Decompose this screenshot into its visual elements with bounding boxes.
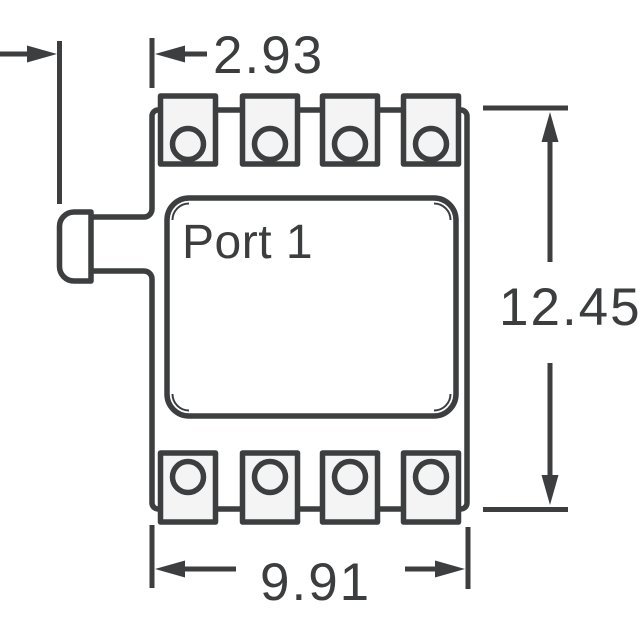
arrowhead-left-293 bbox=[155, 45, 185, 63]
corner-highlight-bottom-left bbox=[171, 393, 190, 412]
solder-pad bbox=[239, 450, 301, 525]
corner-highlight-bottom-right bbox=[433, 393, 452, 412]
corner-highlight-top-left bbox=[171, 202, 190, 221]
dimension-label-body-width: 9.91 bbox=[260, 553, 371, 612]
dimension-lines bbox=[0, 38, 568, 589]
pin-hole bbox=[331, 125, 369, 163]
port-label: Port 1 bbox=[182, 216, 313, 269]
arrowhead-left-991 bbox=[155, 560, 185, 578]
dimension-label-body-height: 12.45 bbox=[499, 278, 640, 337]
pin-hole bbox=[251, 125, 289, 163]
solder-pad bbox=[157, 450, 219, 525]
bottom-pad-holes bbox=[169, 458, 450, 496]
cover-corner-highlights bbox=[171, 202, 452, 412]
port-tube bbox=[56, 209, 94, 284]
drawing-lines bbox=[0, 38, 568, 589]
arrowhead-right-991 bbox=[435, 560, 465, 578]
solder-pad bbox=[319, 450, 381, 525]
solder-pad bbox=[400, 450, 462, 525]
arrowhead-right-at-port-tip bbox=[27, 45, 57, 63]
pin-hole bbox=[169, 458, 207, 496]
top-pad-holes bbox=[169, 125, 450, 163]
package-body-outline bbox=[91, 107, 470, 512]
dimension-arrowheads bbox=[27, 45, 559, 578]
pin-hole bbox=[169, 125, 207, 163]
pin-hole bbox=[412, 458, 450, 496]
pin-hole bbox=[331, 458, 369, 496]
drawing-labels: 2.93 12.45 9.91 Port 1 bbox=[182, 26, 640, 612]
pin-hole bbox=[412, 125, 450, 163]
cover-outline bbox=[164, 195, 459, 419]
corner-highlight-top-right bbox=[433, 202, 452, 221]
bottom-pads bbox=[157, 450, 462, 525]
pin-hole bbox=[251, 458, 289, 496]
arrowhead-up-1245 bbox=[541, 112, 559, 142]
top-pads bbox=[157, 93, 462, 167]
arrowhead-down-1245 bbox=[541, 475, 559, 505]
dimension-label-port-protrusion: 2.93 bbox=[213, 26, 324, 85]
